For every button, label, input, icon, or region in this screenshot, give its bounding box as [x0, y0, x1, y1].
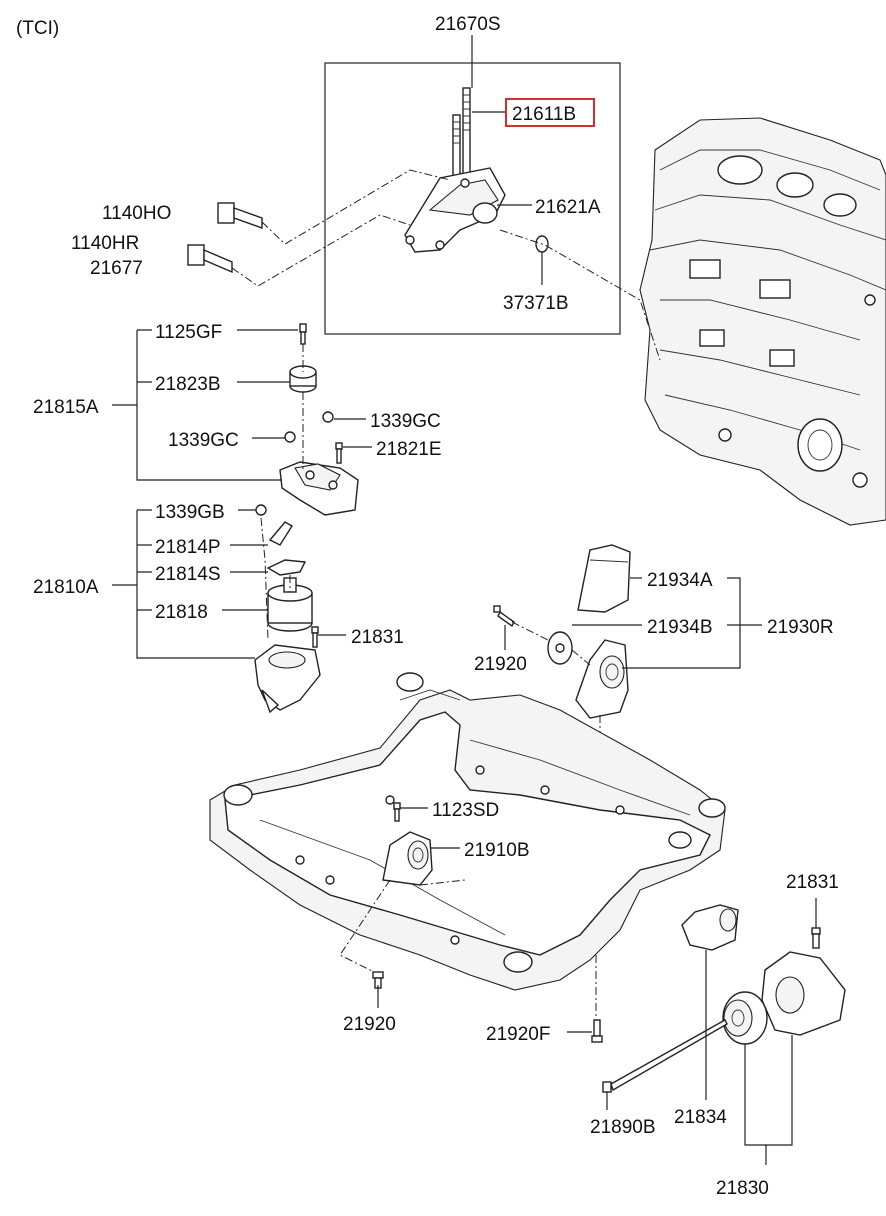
bolt-1140HR	[187, 244, 233, 274]
label-21810A: 21810A	[33, 577, 99, 598]
label-21920F: 21920F	[486, 1024, 550, 1045]
label-21670S: 21670S	[435, 14, 501, 35]
label-21890B: 21890B	[590, 1117, 656, 1138]
bolt-21831-upper	[311, 626, 319, 648]
label-1123SD: 1123SD	[432, 800, 499, 821]
plate-21814S	[266, 559, 307, 576]
label-21823B: 21823B	[155, 374, 221, 395]
label-21934A: 21934A	[647, 570, 713, 591]
guide-line-1140HR	[231, 214, 411, 287]
guide-line-1140HO	[261, 169, 451, 245]
guide-line-21910B	[339, 879, 466, 976]
label-21910B: 21910B	[464, 840, 530, 861]
label-21677: 21677	[90, 258, 143, 279]
label-21821E: 21821E	[376, 439, 442, 460]
label-21920-lower: 21920	[343, 1014, 396, 1035]
bushing-21823B	[289, 365, 317, 393]
label-21920-upper: 21920	[474, 654, 527, 675]
variant-label: (TCI)	[16, 18, 59, 39]
guide-line-21818	[260, 517, 291, 641]
label-21611B: 21611B	[512, 104, 576, 125]
label-21831-lower: 21831	[786, 872, 839, 893]
label-1339GC-right: 1339GC	[370, 411, 441, 432]
bracket-21810A	[254, 644, 321, 714]
rear-mount-21910B	[382, 831, 433, 886]
label-21831-upper: 21831	[351, 627, 404, 648]
bolt-21821E	[335, 442, 343, 464]
bolt-21831-lower	[811, 927, 821, 949]
nut-1339GC-left	[284, 431, 296, 443]
label-1140HR: 1140HR	[71, 233, 139, 254]
bushing-21830	[722, 991, 768, 1045]
bracket-21814P	[268, 521, 293, 546]
bolt-1140HO	[217, 202, 263, 229]
guide-line-21920-upper	[511, 621, 591, 666]
label-21830: 21830	[716, 1178, 769, 1199]
label-21815A: 21815A	[33, 397, 99, 418]
stopper-21834	[681, 904, 739, 951]
label-21930R: 21930R	[767, 617, 834, 638]
bracket-line-21815A	[112, 329, 282, 481]
guide-line-to-engine	[499, 229, 661, 361]
label-21814S: 21814S	[155, 564, 221, 585]
label-21814P: 21814P	[155, 537, 221, 558]
bracket-21930R	[575, 639, 629, 719]
bracket-line-21830	[744, 1035, 793, 1165]
bolt-21920F	[591, 1019, 603, 1043]
bolt-21920-upper	[493, 605, 515, 628]
bolt-1125GF	[299, 323, 307, 345]
bolt-1123SD	[393, 802, 401, 822]
bracket-line-21930R	[622, 577, 762, 669]
insulator-21818	[267, 577, 313, 632]
nut-1339GC-right	[322, 411, 334, 423]
label-21934B: 21934B	[647, 617, 713, 638]
bolt-21890B	[602, 1019, 728, 1093]
bracket-21815A	[279, 461, 359, 516]
stud-bolts-21611B	[452, 87, 471, 181]
engine-block-illustration	[639, 117, 886, 526]
highlight-box-21611B	[505, 98, 595, 127]
label-21621A: 21621A	[535, 197, 601, 218]
label-37371B: 37371B	[503, 293, 569, 314]
label-1140HO: 1140HO	[102, 203, 171, 224]
label-1339GC-left: 1339GC	[168, 430, 239, 451]
label-21834: 21834	[674, 1107, 727, 1128]
washer-21934B	[547, 631, 573, 665]
bracket-21621A	[404, 167, 506, 253]
label-21818: 21818	[155, 602, 208, 623]
label-1125GF: 1125GF	[155, 322, 222, 343]
bracket-line-21810A	[112, 509, 255, 659]
label-1339GB: 1339GB	[155, 502, 225, 523]
cover-21934A	[577, 544, 631, 613]
nut-1339GB	[255, 504, 267, 516]
bracket-21830	[761, 951, 846, 1036]
subframe-crossmember	[209, 672, 726, 991]
